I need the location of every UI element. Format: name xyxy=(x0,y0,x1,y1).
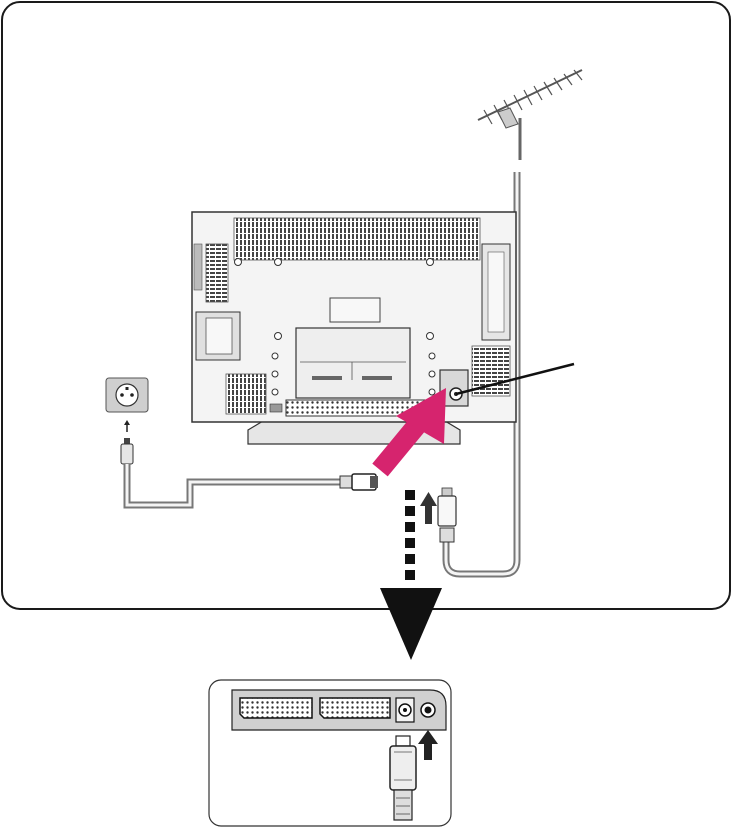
power-cord-connector-icon xyxy=(340,474,378,490)
wall-power-outlet-icon xyxy=(106,378,148,412)
tv-rear-panel-icon xyxy=(192,212,516,444)
down-arrow-icon xyxy=(380,588,442,660)
coax-plug-icon xyxy=(438,488,456,542)
scart-and-aerial-socket-panel-icon xyxy=(209,680,451,826)
